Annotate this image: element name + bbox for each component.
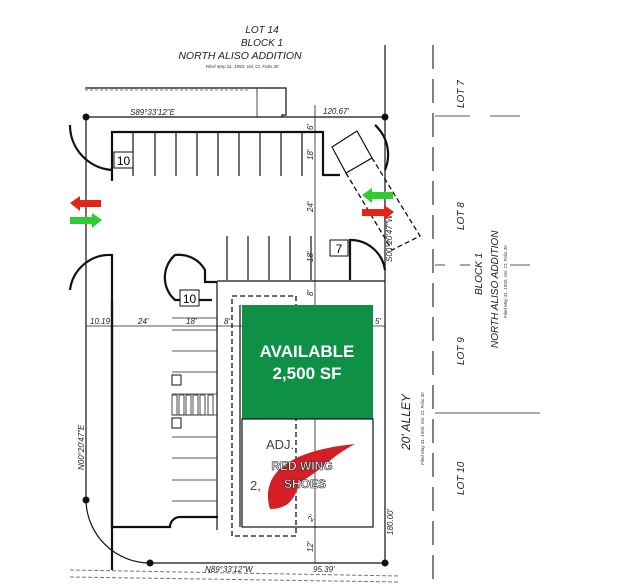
- adj-size: 2,: [250, 478, 261, 493]
- dim-10-19: 10.19': [90, 317, 112, 326]
- top-parking-curb: [110, 130, 340, 181]
- enter-arrow-icon: [362, 188, 393, 203]
- dim-v-18: 18': [306, 149, 315, 160]
- lower-parking-stripes: [226, 236, 312, 280]
- top-filed-note: Filed May 31, 1950, Vol. Ct, Folio 30: [206, 64, 279, 69]
- dim-v-24: 24': [306, 201, 315, 213]
- dim-v-8: 8': [306, 290, 315, 296]
- right-length: 180.00': [386, 509, 395, 535]
- top-block-label: BLOCK 1: [241, 38, 283, 49]
- alley-label: 20' ALLEY: [399, 393, 413, 451]
- available-size: 2,500 SF: [273, 364, 342, 383]
- exit-arrow-icon: [70, 196, 101, 211]
- lot-8-label: LOT 8: [456, 202, 467, 230]
- lot-10-label: LOT 10: [456, 461, 467, 495]
- available-label: AVAILABLE: [260, 342, 355, 361]
- neighbor-building: [85, 87, 287, 117]
- accessible-icon: [171, 374, 182, 386]
- top-lot-label: LOT 14: [245, 25, 279, 36]
- dim-18: 18': [186, 317, 197, 326]
- right-block-label: BLOCK 1: [474, 253, 485, 295]
- count-right: 7: [336, 242, 343, 256]
- accessible-icon: [171, 417, 182, 429]
- top-addition-label: NORTH ALISO ADDITION: [178, 50, 302, 62]
- left-bearing: N00°20'47"E: [77, 424, 86, 470]
- crosswalk-stripes: [171, 394, 214, 416]
- left-entry-arrows: [70, 196, 102, 228]
- top-length: 120.67': [323, 107, 349, 116]
- bottom-bearing: N89°33'12"W: [205, 565, 254, 574]
- available-space[interactable]: [242, 305, 373, 419]
- right-entry-arrows: [362, 188, 394, 220]
- dim-24: 24': [137, 317, 149, 326]
- red-wing-shoes-logo: RED WING SHOES: [267, 444, 355, 509]
- dim-8: 8': [224, 317, 230, 326]
- logo-line2: SHOES: [284, 477, 326, 491]
- dim-5: 5': [375, 317, 381, 326]
- adj-label: ADJ.: [266, 437, 294, 452]
- count-top: 10: [117, 154, 131, 168]
- dim-v-2: 2': [305, 513, 317, 524]
- exit-arrow-icon: [362, 205, 394, 220]
- right-bearing: S00°20'47"W: [385, 213, 394, 262]
- dim-v-12: 12': [306, 541, 315, 552]
- adjacent-space: [241, 418, 374, 528]
- middle-island: [163, 253, 217, 302]
- dim-v-6: 6': [306, 124, 315, 130]
- top-bearing: S89°33'12"E: [130, 108, 176, 117]
- count-box-top: [113, 151, 134, 169]
- top-parking-stripes: [132, 132, 303, 176]
- alley-filed-note: Filed May 31, 1950, Vol. Ct, Folio 30: [420, 392, 425, 465]
- count-box-lower: [179, 289, 200, 307]
- lot-7-label: LOT 7: [456, 80, 467, 108]
- logo-line1: RED WING: [271, 459, 332, 473]
- count-lower: 10: [183, 292, 197, 306]
- alley-drive: [345, 157, 421, 251]
- right-filed-note: Filed May 31, 1950, Vol. Ct, Folio 30: [503, 245, 508, 318]
- dim-v-18b: 18': [306, 251, 315, 262]
- dumpster-enclosure: [331, 130, 373, 174]
- left-island: [68, 253, 114, 570]
- count-box-right: [329, 239, 349, 257]
- enter-arrow-icon: [70, 213, 102, 228]
- left-parking-curb: [110, 300, 218, 529]
- right-addition-label: NORTH ALISO ADDITION: [490, 230, 501, 348]
- lot-9-label: LOT 9: [456, 337, 467, 365]
- bottom-length: 95.39': [313, 565, 335, 574]
